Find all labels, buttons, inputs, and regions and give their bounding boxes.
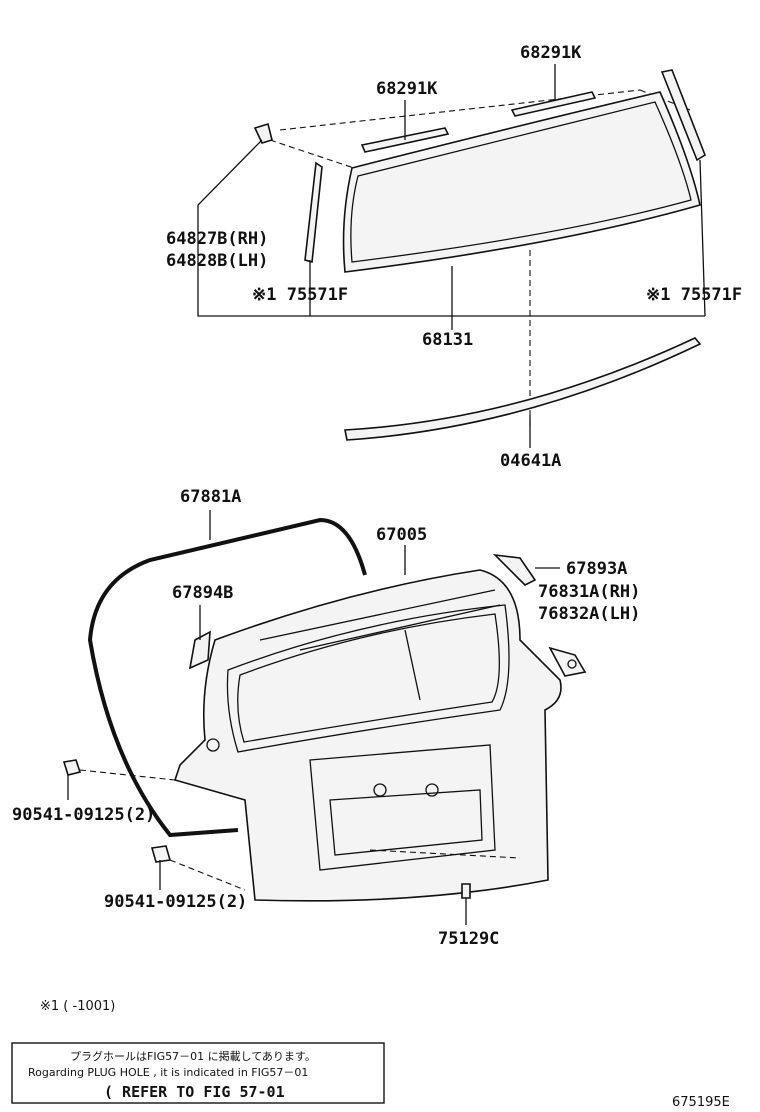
- clip-64827b[interactable]: [253, 122, 273, 144]
- label-75129c: 75129C: [438, 929, 499, 949]
- figure-id: 675195E: [672, 1095, 730, 1110]
- hinge-67894b[interactable]: [188, 630, 211, 670]
- notice-line2: Rogarding PLUG HOLE , it is indicated in…: [28, 1066, 308, 1079]
- back-door-glass[interactable]: [342, 91, 701, 273]
- molding-75571f-right[interactable]: [660, 69, 706, 162]
- label-64828b: 64828B(LH): [166, 251, 268, 271]
- cushion-90541-b[interactable]: [150, 845, 172, 863]
- label-90541-a: 90541-09125(2): [12, 805, 155, 825]
- label-67005: 67005: [376, 525, 427, 545]
- back-door-panel-67005[interactable]: [173, 569, 562, 902]
- label-76832a: 76832A(LH): [538, 604, 640, 624]
- label-67894b: 67894B: [172, 583, 233, 603]
- label-76831a: 76831A(RH): [538, 582, 640, 602]
- notice-line1: プラグホールはFIG57－01 に掲載してあります。: [70, 1049, 316, 1063]
- label-04641a: 04641A: [500, 451, 561, 471]
- label-75571f-right: ※1 75571F: [646, 285, 742, 305]
- stay-76831a[interactable]: [548, 646, 587, 677]
- label-75571f-left: ※1 75571F: [252, 285, 348, 305]
- label-67893a: 67893A: [566, 559, 627, 579]
- notice-line3: ( REFER TO FIG 57-01: [104, 1083, 285, 1101]
- label-90541-b: 90541-09125(2): [104, 892, 247, 912]
- cushion-90541-a[interactable]: [62, 759, 82, 776]
- molding-75571f-left[interactable]: [304, 161, 323, 264]
- label-68291k-b: 68291K: [520, 43, 582, 63]
- label-68131: 68131: [422, 330, 473, 350]
- hinge-67893a[interactable]: [492, 553, 537, 586]
- footnote: ※1 ( -1001): [40, 999, 115, 1014]
- plug-75129c[interactable]: [461, 883, 471, 899]
- door-group: [62, 510, 587, 925]
- garnish-68291k-b[interactable]: [510, 91, 597, 117]
- label-64827b: 64827B(RH): [166, 229, 268, 249]
- glass-group: [197, 64, 706, 448]
- label-68291k-a: 68291K: [376, 79, 438, 99]
- label-67881a: 67881A: [180, 487, 241, 507]
- notice-box: [11, 1042, 385, 1104]
- weatherstrip-04641a[interactable]: [344, 337, 702, 441]
